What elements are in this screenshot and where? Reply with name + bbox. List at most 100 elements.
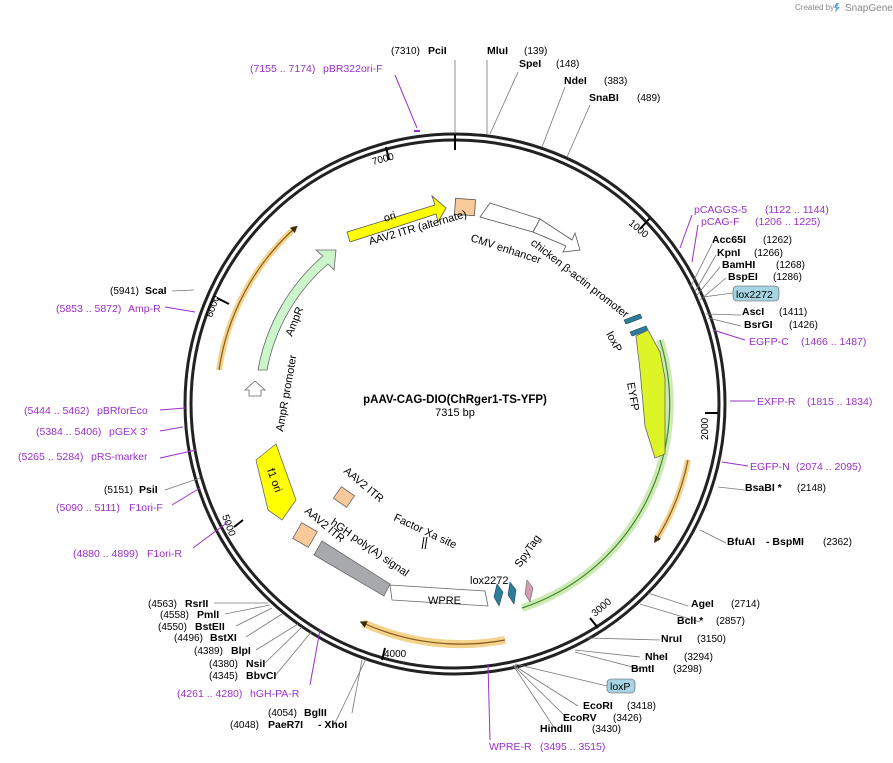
site-spei: SpeI (519, 58, 541, 70)
site-scai: ScaI (145, 285, 167, 297)
primer-range-pcag-f: (1206 .. 1225) (755, 216, 820, 228)
aav2-itr-alt-box (454, 197, 476, 217)
site-bbvci: BbvCI (246, 670, 276, 682)
site-acc65i: Acc65I (712, 234, 746, 246)
primer-range-pgex3: (5384 .. 5406) (36, 426, 101, 438)
site-pos-bglii: (4054) (268, 708, 297, 719)
chicken-promoter-arrow (532, 218, 581, 253)
site-pcii: PciI (428, 45, 447, 57)
site-pos-bcli: (2857) (716, 616, 745, 627)
lox2272-box-label: lox2272 (736, 289, 773, 301)
site-pos-nsii: (4380) (209, 659, 238, 670)
site-bfuai: BfuAI (727, 536, 755, 548)
primer-range-egfp-n: (2074 .. 2095) (796, 461, 861, 473)
eyfp-label: EYFP (624, 381, 641, 411)
loxp-box-label: loxP (610, 681, 630, 693)
site-mlui: MluI (487, 45, 508, 57)
primer-range-exfp-r: (1815 .. 1834) (807, 396, 872, 408)
primer-range-amp-r: (5853 .. 5872) (56, 303, 121, 315)
spytag-marker (524, 579, 534, 603)
site-ndei: NdeI (564, 75, 587, 87)
site-pos-paer7i: (4048) (230, 720, 259, 731)
site-rsrii: RsrII (185, 598, 208, 610)
site-bspei: BspEI (728, 271, 758, 283)
plasmid-size: 7315 bp (435, 407, 475, 419)
site-bcli: BclI * (677, 615, 704, 627)
ampr-promoter-arrow (243, 380, 267, 397)
plasmid-name: pAAV-CAG-DIO(ChRger1-TS-YFP) (363, 394, 547, 406)
tick-2000: 2000 (700, 417, 711, 440)
primer-f1ori-r: F1ori-R (147, 548, 182, 560)
primer-egfp-c: EGFP-C (749, 336, 789, 348)
site-psii: PsiI (139, 484, 158, 496)
site-bsrgi: BsrGI (744, 319, 773, 331)
ori-label: ori (382, 210, 397, 225)
loxp-marker-1 (623, 313, 643, 325)
primer-range-f1ori-f: (5090 .. 5111) (56, 502, 120, 514)
site-pos-hindiii: (3430) (592, 724, 621, 735)
site-pos-agei: (2714) (731, 599, 760, 610)
wpre-box (389, 584, 489, 607)
site-nrui: NruI (661, 633, 682, 645)
site-nhei: NheI (645, 651, 668, 663)
orf-arrow-wpre (361, 619, 506, 649)
cmv-enhancer-label: CMV enhancer (469, 232, 543, 266)
site-ecorv: EcoRV (563, 712, 597, 724)
site-pos-asci: (1411) (779, 307, 807, 318)
snapgene-logo: SnapGene (845, 3, 893, 14)
primer-range-pbr322ori-f: (7155 .. 7174) (250, 63, 315, 75)
cmv-enhancer-box (479, 202, 541, 233)
primer-leaders (159, 74, 755, 741)
site-pos-blpi: (4389) (194, 646, 223, 657)
site-kpni: KpnI (717, 247, 740, 259)
site-pos-spei: (148) (556, 59, 579, 70)
snapgene-icon (834, 3, 840, 13)
site-bsabi: BsaBI * (745, 482, 783, 494)
site-xhoi: - XhoI (318, 719, 347, 731)
factor-xa-label: Factor Xa site (392, 512, 459, 552)
site-agei: AgeI (691, 598, 714, 610)
site-asci: AscI (742, 306, 764, 318)
site-bglii: BglII (304, 707, 327, 719)
tick-marks (216, 134, 718, 661)
ampr-promoter-label: AmpR promoter (274, 354, 299, 433)
enzyme-leaders (164, 60, 746, 730)
site-pos-bspmi: (2362) (823, 537, 852, 548)
primer-range-wpre-r: (3495 .. 3515) (540, 741, 605, 753)
site-pos-rsrii: (4563) (148, 599, 177, 610)
site-pos-bsteii: (4550) (158, 622, 187, 633)
site-bstxi: BstXI (210, 632, 237, 644)
ampr-arrow (257, 249, 337, 371)
site-bsteii: BstEII (195, 621, 225, 633)
f1-ori-arrow (255, 443, 297, 521)
site-nsii: NsiI (246, 658, 265, 670)
primer-amp-r: Amp-R (128, 303, 161, 315)
ori-arrow (346, 194, 447, 243)
site-bspmi: - BspMI (766, 536, 804, 548)
primer-pcaggs-5: pCAGGS-5 (694, 204, 747, 216)
factor-xa-mark (421, 536, 425, 550)
site-pos-ndei: (383) (604, 76, 627, 87)
site-pos-scai: (5941) (110, 286, 139, 297)
loxp-marker-2 (507, 581, 517, 605)
aav2-itr-box-1 (332, 486, 356, 508)
primer-range-f1ori-r: (4880 .. 4899) (73, 548, 138, 560)
primer-egfp-n: EGFP-N (750, 461, 790, 473)
eyfp-arrow (635, 329, 666, 459)
site-pos-nhei: (3294) (684, 652, 713, 663)
primer-exfp-r: EXFP-R (757, 396, 796, 408)
site-pos-bsrgi: (1426) (789, 320, 818, 331)
site-ecori: EcoRI (583, 700, 613, 712)
primer-range-hgh-pa-r: (4261 .. 4280) (177, 688, 242, 700)
primer-range-pcaggs-5: (1122 .. 1144) (765, 204, 829, 216)
site-bmti: BmtI (631, 663, 654, 675)
site-pos-nrui: (3150) (697, 634, 726, 645)
site-pos-pmli: (4558) (160, 610, 189, 621)
primer-pbr322ori-f: pBR322ori-F (323, 63, 383, 75)
primer-range-prs-marker: (5265 .. 5284) (18, 451, 83, 463)
site-pos-acc65i: (1262) (763, 235, 792, 246)
primer-hgh-pa-r: hGH-PA-R (250, 688, 300, 700)
primer-wpre-r: WPRE-R (489, 741, 532, 753)
primer-range-pbrforeco: (5444 .. 5462) (24, 405, 89, 417)
